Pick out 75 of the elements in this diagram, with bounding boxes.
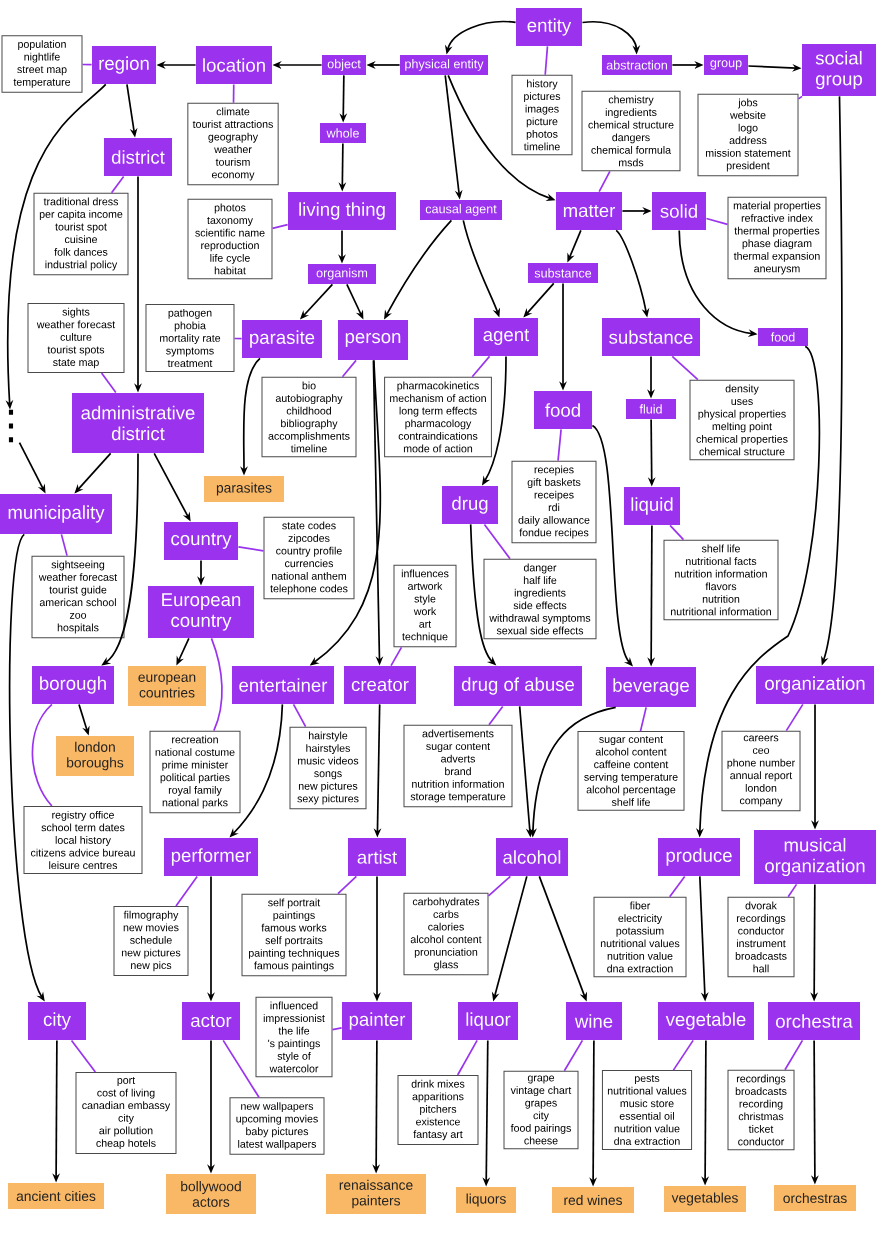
connector-line	[110, 175, 125, 194]
connector-line	[672, 1039, 694, 1071]
connector-line	[487, 875, 512, 897]
connector-line	[331, 1026, 343, 1031]
concept-box: food	[534, 391, 592, 429]
connector-line	[100, 372, 117, 394]
concept-box: musical organization	[754, 830, 876, 884]
connector-line	[233, 337, 243, 340]
connector-line	[456, 1039, 478, 1076]
concept-box: person	[338, 320, 408, 360]
concept-box: beverage	[606, 667, 696, 707]
connector-line	[222, 1039, 260, 1099]
concept-box: social group	[802, 44, 876, 96]
concept-box: drug of abuse	[454, 666, 582, 706]
connector-line	[785, 703, 804, 732]
concept-box: vegetable	[658, 1002, 754, 1040]
connector-line	[669, 524, 685, 541]
concept-box: painter	[342, 1002, 412, 1040]
connector-line	[70, 1039, 97, 1073]
connector-line	[787, 883, 798, 898]
connector-line	[60, 533, 68, 557]
concept-box: municipality	[0, 494, 112, 534]
concept-box: country	[164, 522, 238, 560]
concept-box: artist	[348, 838, 406, 876]
concept-box: actor	[182, 1002, 240, 1040]
connector-line	[341, 359, 357, 378]
connector-line	[237, 546, 265, 552]
connector-line	[797, 95, 803, 100]
connector-line	[668, 875, 686, 898]
connector-line	[81, 63, 93, 66]
connector-line	[639, 706, 647, 732]
concept-box: European country	[148, 586, 254, 638]
concept-box: entity	[516, 8, 582, 46]
concept-box: agent	[474, 318, 538, 356]
concept-box: district	[104, 138, 172, 176]
connector-line	[671, 355, 699, 381]
vertical-ellipsis: ⋮	[8, 409, 14, 443]
concept-box: alcohol	[496, 838, 568, 876]
connector-line	[563, 1039, 584, 1072]
connector-line	[784, 1039, 804, 1071]
concept-box: produce	[658, 838, 740, 876]
concept-box: solid	[652, 192, 706, 230]
connector-line	[544, 45, 549, 76]
connector-line	[210, 637, 223, 732]
concept-box: entertainer	[232, 666, 334, 704]
connector-line	[271, 223, 289, 230]
concept-box: city	[28, 1002, 86, 1040]
connector-line	[337, 875, 358, 895]
connector-line	[483, 523, 511, 560]
connector-line	[598, 170, 611, 193]
connector-line	[31, 703, 53, 807]
concept-box: wine	[566, 1002, 622, 1040]
concept-box: performer	[164, 838, 258, 876]
concept-box: matter	[556, 192, 622, 230]
concept-box: administrative district	[72, 393, 204, 453]
concept-box: orchestra	[768, 1002, 860, 1040]
concept-box: region	[92, 46, 156, 84]
concept-box: liquid	[624, 487, 680, 525]
concept-box: drug	[442, 486, 498, 524]
concept-box: substance	[602, 318, 700, 356]
concept-box: liquor	[458, 1002, 518, 1040]
connector-line	[292, 703, 307, 728]
connector-line	[488, 705, 504, 726]
concept-box: living thing	[288, 192, 396, 230]
connector-line	[175, 875, 198, 907]
concept-box: organization	[756, 666, 874, 704]
connector-line	[557, 428, 562, 462]
connector-line	[232, 83, 235, 104]
concept-box: borough	[32, 666, 114, 704]
connector-line	[390, 646, 403, 667]
connector-line	[471, 355, 491, 378]
connector-line	[705, 217, 729, 226]
concept-box: creator	[344, 666, 416, 704]
concept-box: location	[196, 46, 272, 84]
concept-box: parasite	[242, 320, 322, 358]
